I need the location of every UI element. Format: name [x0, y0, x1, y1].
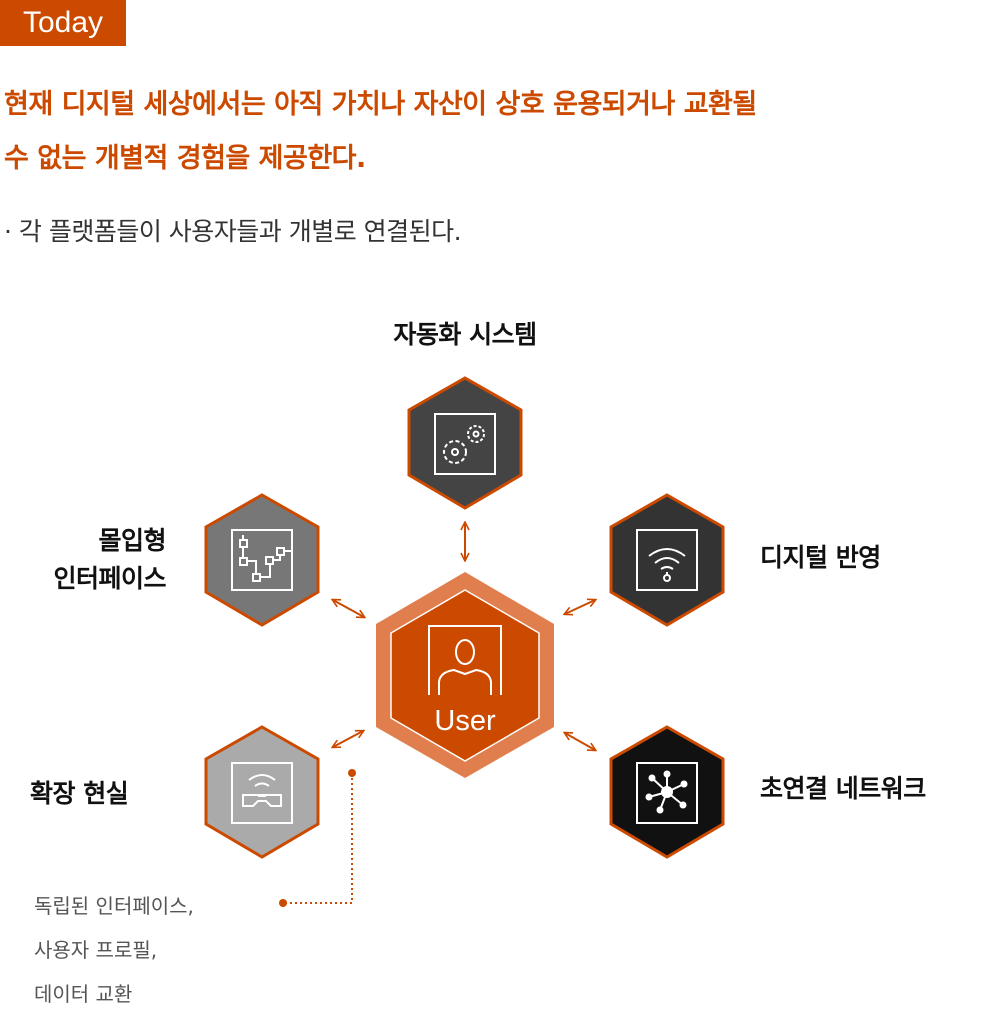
- gears-icon: [434, 413, 496, 475]
- user-icon: [428, 625, 502, 695]
- hex-immersive: [204, 493, 320, 627]
- hex-digital: [609, 493, 725, 627]
- note-line-1: 독립된 인터페이스,: [34, 894, 194, 918]
- arrow-immersive: [333, 600, 364, 617]
- hex-automation: [407, 376, 523, 510]
- user-label: User: [434, 705, 496, 737]
- label-network: 초연결 네트워크: [760, 774, 926, 803]
- today-badge: Today: [0, 0, 126, 46]
- headline-line-2: 수 없는 개별적 경험을 제공한다.: [4, 143, 366, 174]
- headline: 현재 디지털 세상에서는 아직 가치나 자산이 상호 운용되거나 교환될 수 없…: [4, 78, 1000, 186]
- note-line-3: 데이터 교환: [34, 982, 133, 1006]
- label-automation: 자동화 시스템: [393, 320, 537, 349]
- note-line-2: 사용자 프로필,: [34, 938, 158, 962]
- arrow-xr: [333, 731, 363, 747]
- arrow-digital: [565, 600, 595, 614]
- network-icon: [636, 762, 698, 824]
- headline-line-1: 현재 디지털 세상에서는 아직 가치나 자산이 상호 운용되거나 교환될: [4, 89, 757, 120]
- note-connector: [279, 769, 356, 907]
- label-immersive: 몰입형 인터페이스: [0, 522, 166, 598]
- arrow-network: [565, 733, 595, 750]
- label-immersive-line-1: 몰입형: [98, 526, 166, 555]
- wifi-icon: [636, 529, 698, 591]
- label-xr: 확장 현실: [30, 779, 129, 808]
- flowchart-icon: [231, 529, 293, 591]
- bullet-text: · 각 플랫폼들이 사용자들과 개별로 연결된다.: [4, 217, 462, 246]
- label-digital: 디지털 반영: [760, 543, 881, 572]
- label-immersive-line-2: 인터페이스: [53, 564, 166, 593]
- hex-xr: [204, 725, 320, 859]
- vr-headset-icon: [231, 762, 293, 824]
- note-text: 독립된 인터페이스, 사용자 프로필, 데이터 교환: [34, 884, 194, 1016]
